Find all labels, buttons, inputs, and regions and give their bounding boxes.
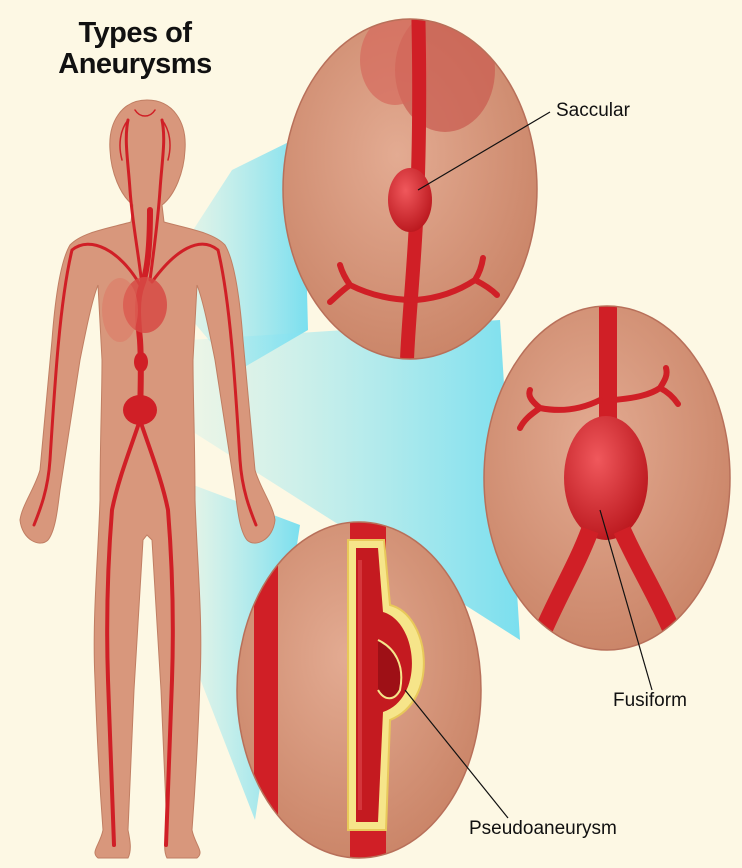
pseudoaneurysm-label: Pseudoaneurysm xyxy=(469,818,617,840)
lung-shadow xyxy=(102,278,138,342)
aorta-bulge-lower xyxy=(123,395,157,425)
saccular-inset xyxy=(283,0,537,360)
aorta-bulge-upper xyxy=(134,352,148,372)
pseudoaneurysm-inset xyxy=(237,520,481,860)
saccular-bulge xyxy=(388,168,432,232)
fusiform-bulge xyxy=(564,416,648,540)
fusiform-label: Fusiform xyxy=(613,690,687,712)
fusiform-inset xyxy=(484,300,730,650)
saccular-label: Saccular xyxy=(556,100,630,122)
